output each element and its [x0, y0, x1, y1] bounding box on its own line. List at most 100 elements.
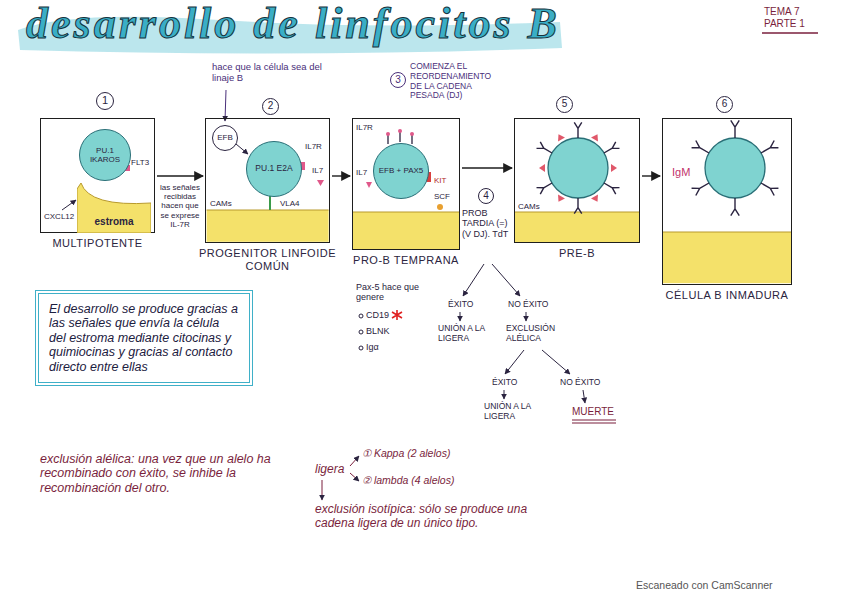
receptor-y — [761, 140, 778, 153]
callout-number: 6 — [716, 96, 733, 113]
node-text: El desarrollo se produce gracias a las s… — [49, 302, 239, 374]
stroma-edge — [663, 232, 791, 233]
surrogate-chain — [558, 195, 565, 202]
branch-arrow — [463, 264, 484, 296]
list-item: Igα — [366, 342, 379, 352]
stroma-band — [207, 210, 329, 242]
stroma-band — [353, 212, 459, 249]
branch-arrow — [505, 350, 524, 374]
molecule-name: VLA4 — [280, 199, 300, 208]
annotation: COMIENZA EL REORDENAMIENTO DE LA CADENA … — [410, 62, 488, 101]
node-text: estroma — [95, 216, 134, 228]
list-item: ② lambda (4 alelos) — [362, 474, 454, 486]
stroma-edge — [515, 212, 639, 213]
stroma-band — [663, 232, 791, 283]
factor-circle: EFB — [212, 125, 238, 151]
cell-circle: PU.1 E2A — [246, 141, 302, 197]
il7-ligand — [366, 182, 372, 188]
receptor-y — [692, 183, 709, 196]
asterisk — [392, 310, 402, 320]
receptor-y — [731, 198, 739, 216]
note-box: El desarrollo se produce gracias a las s… — [35, 290, 253, 386]
scf-ligand — [437, 204, 443, 210]
receptor-y — [761, 183, 778, 196]
signal-arrow — [62, 200, 76, 210]
branch-arrow — [504, 390, 505, 399]
outcome: UNIÓN A LA LIGERA — [484, 402, 538, 422]
stage-panel: CÉLULA B INMADURA — [662, 118, 792, 285]
stroma-band — [515, 212, 639, 242]
flow-arrow — [332, 175, 350, 176]
node-text: PU.1 E2A — [255, 164, 292, 174]
bullet — [359, 346, 363, 350]
watermark: Escaneado con CamScanner — [636, 579, 773, 591]
tag-underline — [762, 32, 818, 33]
crown-tip — [410, 132, 414, 136]
crown-tip — [386, 132, 390, 136]
crown-tip — [398, 129, 402, 133]
outcome: ÉXITO — [448, 300, 473, 310]
stage-panel: PRE-B — [514, 118, 640, 243]
node-text: EFB — [217, 133, 233, 142]
branch-arrow — [460, 312, 461, 321]
molecule-name: CAMs — [518, 202, 540, 211]
surrogate-chain — [539, 164, 545, 172]
flow-arrow — [157, 175, 203, 176]
branch-arrow — [350, 473, 359, 481]
flow-arrow — [462, 167, 512, 168]
il7-ligand — [317, 180, 324, 186]
vla4-adhesion — [269, 196, 271, 210]
stroma-fill — [77, 183, 151, 233]
stroma-edge — [207, 210, 329, 211]
receptor-y — [537, 183, 553, 194]
bullet — [359, 314, 363, 318]
surrogate-chain — [591, 195, 598, 202]
stroma-band: estroma — [77, 183, 151, 233]
receptor-y — [731, 120, 739, 138]
receptor-name: IL7R — [356, 123, 373, 132]
branch-arrow — [542, 350, 570, 374]
outcome: ÉXITO — [492, 378, 517, 388]
surrogate-chain — [611, 164, 617, 172]
outcome: NO ÉXITO — [508, 300, 548, 310]
pre-b-cell — [548, 138, 608, 198]
page-tag: TEMA 7 PARTE 1 — [764, 6, 824, 29]
signal-name: SCF — [434, 192, 450, 201]
receptor-y — [574, 198, 582, 214]
node-text: PU.1 IKAROS — [83, 146, 127, 164]
callout-number: 3 — [390, 72, 406, 88]
stage-name: PRE-B — [507, 247, 647, 260]
signal-name: CXCL12 — [44, 212, 74, 221]
factor-arrow — [236, 144, 248, 154]
cell-circle: EFB + PAX5 — [373, 143, 429, 199]
receptor-name: IL7R — [305, 142, 322, 151]
signal-name: IL7 — [312, 166, 323, 175]
underline — [572, 422, 616, 423]
list-item: CD19 — [366, 310, 389, 320]
callout-number: 4 — [478, 188, 494, 204]
annotation: Pax-5 hace que genere — [356, 282, 428, 303]
receptor-y — [537, 142, 553, 153]
stage-panel: PROGENITOR LINFOIDE COMÚNEFBPU.1 E2A — [205, 118, 330, 243]
outcome: EXCLUSIÓN ALÉLICA — [506, 324, 568, 344]
outcome: MUERTE — [572, 406, 614, 418]
annotation: ligera — [315, 463, 344, 477]
outcome: NO ÉXITO — [560, 378, 600, 388]
immature-b-cell — [705, 138, 765, 198]
branch-arrow — [350, 456, 359, 466]
callout-number: 2 — [262, 98, 279, 115]
receptor-y — [604, 142, 620, 153]
molecule-name: CAMs — [210, 199, 232, 208]
surrogate-chain — [591, 134, 598, 141]
receptor-name: FLT3 — [131, 158, 149, 167]
bullet — [359, 330, 363, 334]
edge-label: las señales recibidas hacen que se expre… — [158, 183, 202, 229]
receptor-y — [604, 183, 620, 194]
diagram-title: desarrollo de linfocitos B — [26, 0, 560, 48]
branch-arrow — [492, 264, 520, 296]
signal-name: IL7 — [356, 168, 367, 177]
branch-arrow — [526, 312, 527, 321]
surrogate-chain — [558, 134, 565, 141]
stage-name: MULTIPOTENTE — [33, 237, 162, 250]
